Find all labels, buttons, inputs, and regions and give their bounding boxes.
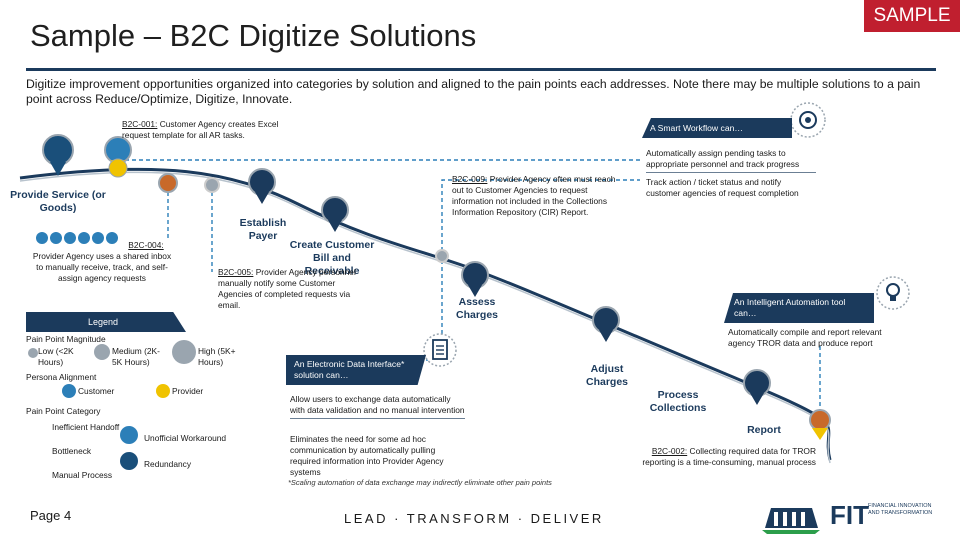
pin-b2c004 (158, 173, 178, 193)
category-unofficial-workaround: Unofficial Workaround (144, 433, 227, 443)
stage-establish-payer: Establish Payer (239, 217, 287, 242)
connector-b2c009 (441, 179, 640, 258)
document-icon (423, 333, 457, 367)
smart-workflow-item-1: Automatically assign pending tasks to ap… (646, 148, 816, 173)
workflow-gear-icon (790, 102, 826, 138)
edi-item-2: Eliminates the need for some ad hoc comm… (290, 434, 444, 477)
sample-badge: SAMPLE (864, 0, 960, 32)
pain-point-text: Customer Agency creates Excel request te… (122, 119, 279, 140)
title-divider (26, 68, 936, 71)
pain-point-text: Provider Agency personnel manually notif… (218, 267, 356, 310)
pain-point-text: Provider Agency often must reach out to … (452, 174, 616, 217)
pin-process-collections (743, 369, 771, 405)
legend-panel: Pain Point Magnitude Low (<2K Hours) Med… (26, 332, 271, 494)
smart-workflow-item-2: Track action / ticket status and notify … (646, 177, 799, 198)
pain-point-code: B2C-005: (218, 267, 254, 277)
persona-provider-dot (156, 384, 170, 398)
persona-provider-label: Provider (172, 386, 204, 396)
pain-point-text: Collecting required data for TROR report… (642, 446, 816, 467)
pin-b2c001 (104, 136, 132, 178)
edi-item-1: Allow users to exchange data automatical… (290, 394, 465, 419)
persona-customer-dot (62, 384, 76, 398)
pin-report (809, 409, 831, 440)
fit-logo-text: FIT (830, 500, 869, 530)
pin-provide-service (42, 134, 74, 176)
stage-report: Report (747, 424, 781, 436)
persona-customer-label: Customer (78, 386, 115, 396)
pain-point-code: B2C-004: (128, 240, 164, 250)
tagline: LEAD · TRANSFORM · DELIVER (344, 511, 604, 526)
stage-process-collections: Process Collections (649, 389, 707, 414)
page-number: Page 4 (30, 508, 72, 523)
legend-title: Legend (26, 312, 186, 332)
stage-adjust-charges: Adjust Charges (585, 363, 628, 388)
pain-point-code: B2C-001: (122, 119, 158, 129)
category-redundancy: Redundancy (144, 459, 192, 469)
magnitude-high-dot (172, 340, 196, 364)
page-title: Sample – B2C Digitize Solutions (30, 18, 477, 53)
category-bottleneck-dot (120, 452, 138, 470)
legend-category-label: Pain Point Category (26, 406, 101, 416)
pain-point-code: B2C-009: (452, 174, 488, 184)
magnitude-low-dot (28, 348, 38, 358)
pain-point-b2c001: B2C-001: Customer Agency creates Excel r… (122, 119, 302, 141)
fit-logo-subtext: FINANCIAL INNOVATION AND TRANSFORMATION (868, 503, 933, 516)
pin-assess-charges (461, 261, 489, 297)
intro-text: Digitize improvement opportunities organ… (26, 77, 921, 106)
stage-provide-service: Provide Service (or Goods) (10, 189, 106, 214)
pain-point-code: B2C-002: (651, 446, 688, 456)
intelligent-automation-item-1: Automatically compile and report relevan… (728, 327, 882, 348)
fit-logo (760, 500, 825, 534)
pain-point-b2c002: B2C-002: Collecting required data for TR… (622, 446, 816, 468)
pin-adjust-charges (592, 306, 620, 342)
legend-persona-label: Persona Alignment (26, 372, 97, 382)
smart-workflow-header: A Smart Workflow can… (642, 118, 792, 138)
pin-b2c005 (204, 177, 220, 193)
magnitude-high-label: High (5K+ Hours) (198, 346, 236, 367)
pin-b2c009 (435, 249, 449, 263)
stage-create-bill: Create Customer Bill and Receivable (289, 239, 375, 277)
legend-magnitude-label: Pain Point Magnitude (26, 334, 106, 344)
category-bottleneck: Bottleneck (52, 446, 92, 456)
b2c004-hours-dots (36, 232, 118, 244)
edi-header: An Electronic Data Interface* solution c… (286, 355, 426, 385)
magnitude-medium-label: Medium (2K-5K Hours) (112, 346, 160, 367)
pin-establish-payer (248, 168, 276, 204)
pain-point-b2c005: B2C-005: Provider Agency personnel manua… (218, 267, 358, 311)
intelligent-automation-header: An Intelligent Automation tool can… (724, 293, 874, 323)
category-manual-process: Manual Process (52, 470, 113, 480)
lightbulb-icon (876, 276, 910, 310)
category-inefficient-handoff-dot (120, 426, 138, 444)
edi-footnote: *Scaling automation of data exchange may… (288, 478, 552, 487)
pain-point-b2c004: B2C-004: Provider Agency uses a shared i… (32, 240, 172, 284)
pin-create-bill (321, 196, 349, 232)
pain-point-text: Provider Agency uses a shared inbox to m… (32, 251, 172, 283)
stage-assess-charges: Assess Charges (455, 296, 498, 321)
magnitude-low-label: Low (<2K Hours) (38, 346, 74, 367)
pain-point-b2c009: B2C-009: Provider Agency often must reac… (452, 174, 617, 218)
magnitude-medium-dot (94, 344, 110, 360)
category-inefficient-handoff: Inefficient Handoff (52, 422, 120, 432)
